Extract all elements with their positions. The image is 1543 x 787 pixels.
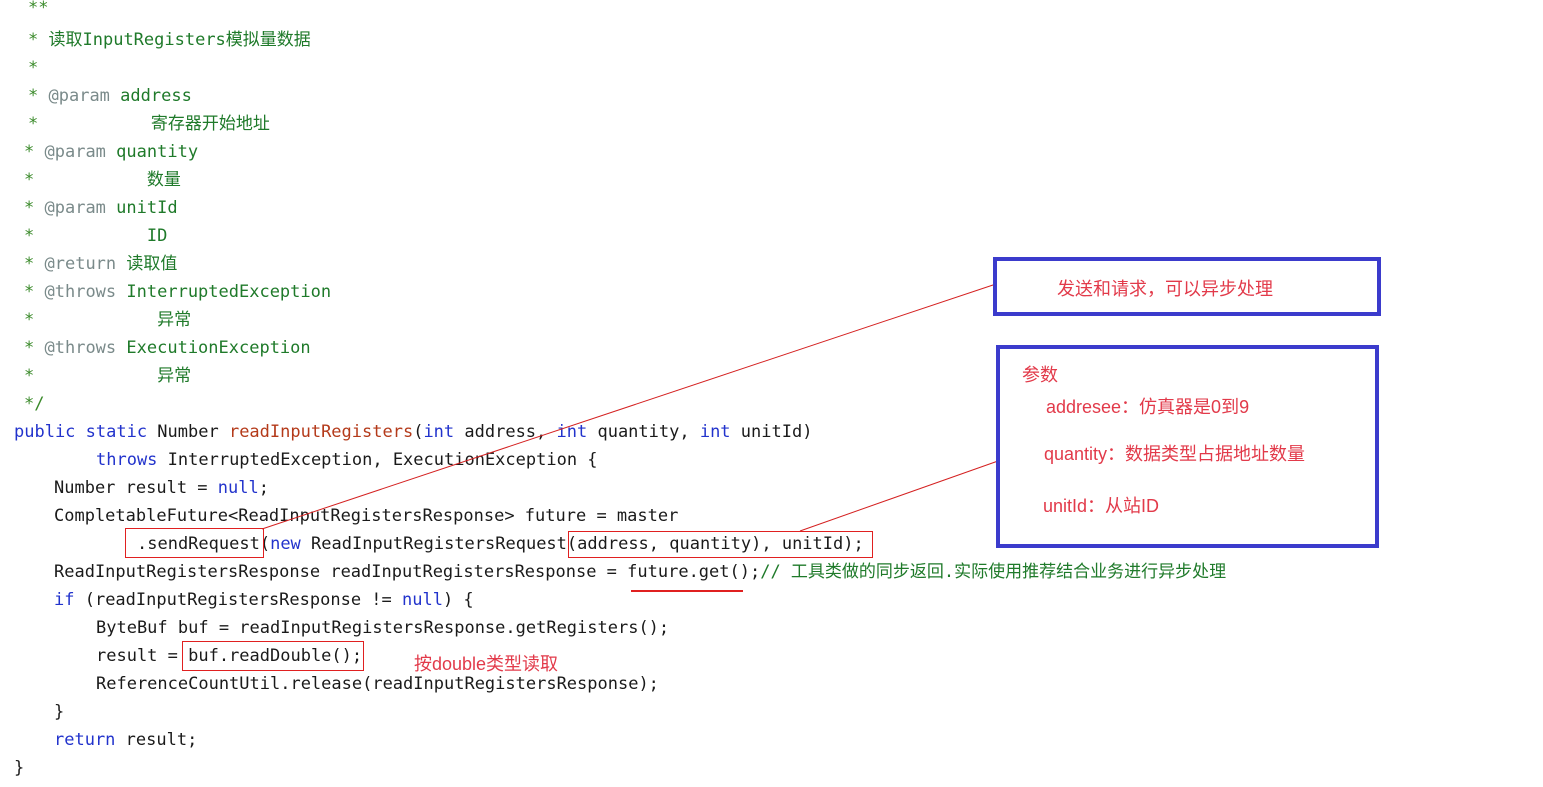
code-line: if (readInputRegistersResponse != null) …	[54, 590, 474, 610]
comment-line: * @throws ExecutionException	[24, 338, 311, 358]
send-request-highlight	[125, 528, 264, 558]
comment-line: * @return 读取值	[24, 254, 178, 274]
params-unitid: unitId：从站ID	[1043, 496, 1160, 516]
code-line: ReadInputRegistersResponse readInputRegi…	[54, 562, 1227, 582]
comment-line: * @param address	[28, 86, 192, 106]
params-title: 参数	[1022, 365, 1058, 385]
request-args-highlight	[568, 531, 873, 558]
comment-line: * @param unitId	[24, 198, 178, 218]
code-line: throws InterruptedException, ExecutionEx…	[96, 450, 598, 470]
read-double-note: 按double类型读取	[414, 654, 559, 674]
comment-line: *	[28, 58, 39, 78]
read-double-highlight	[182, 641, 364, 671]
comment-line: * @throws InterruptedException	[24, 282, 332, 302]
code-line: Number result = null;	[54, 478, 269, 498]
comment-line: */	[24, 394, 45, 414]
comment-line: * 读取InputRegisters模拟量数据	[28, 30, 311, 50]
code-line: ReferenceCountUtil.release(readInputRegi…	[96, 674, 659, 694]
comment-line: **	[28, 0, 49, 18]
comment-line: * ID	[24, 226, 168, 246]
params-note-box: 参数 addresee：仿真器是0到9 quantity：数据类型占据地址数量 …	[996, 345, 1379, 548]
code-line: CompletableFuture<ReadInputRegistersResp…	[54, 506, 679, 526]
code-line: ByteBuf buf = readInputRegistersResponse…	[96, 618, 670, 638]
params-address: addresee：仿真器是0到9	[1046, 397, 1250, 417]
send-note-text: 发送和请求，可以异步处理	[1057, 279, 1273, 299]
future-get-underline	[631, 590, 743, 592]
params-quantity: quantity：数据类型占据地址数量	[1044, 444, 1306, 464]
comment-line: * 数量	[24, 170, 181, 190]
send-note-box: 发送和请求，可以异步处理	[993, 257, 1381, 316]
code-line: }	[54, 702, 65, 722]
code-line: result = buf.readDouble();	[96, 646, 363, 666]
code-line: }	[14, 758, 25, 778]
comment-line: * 寄存器开始地址	[28, 114, 270, 134]
code-line: .sendRequest(new ReadInputRegistersReque…	[137, 534, 864, 554]
code-line: return result;	[54, 730, 198, 750]
method-signature: public static Number readInputRegisters(…	[14, 422, 813, 442]
comment-line: * 异常	[24, 310, 192, 330]
comment-line: * 异常	[24, 366, 192, 386]
comment-line: * @param quantity	[24, 142, 199, 162]
